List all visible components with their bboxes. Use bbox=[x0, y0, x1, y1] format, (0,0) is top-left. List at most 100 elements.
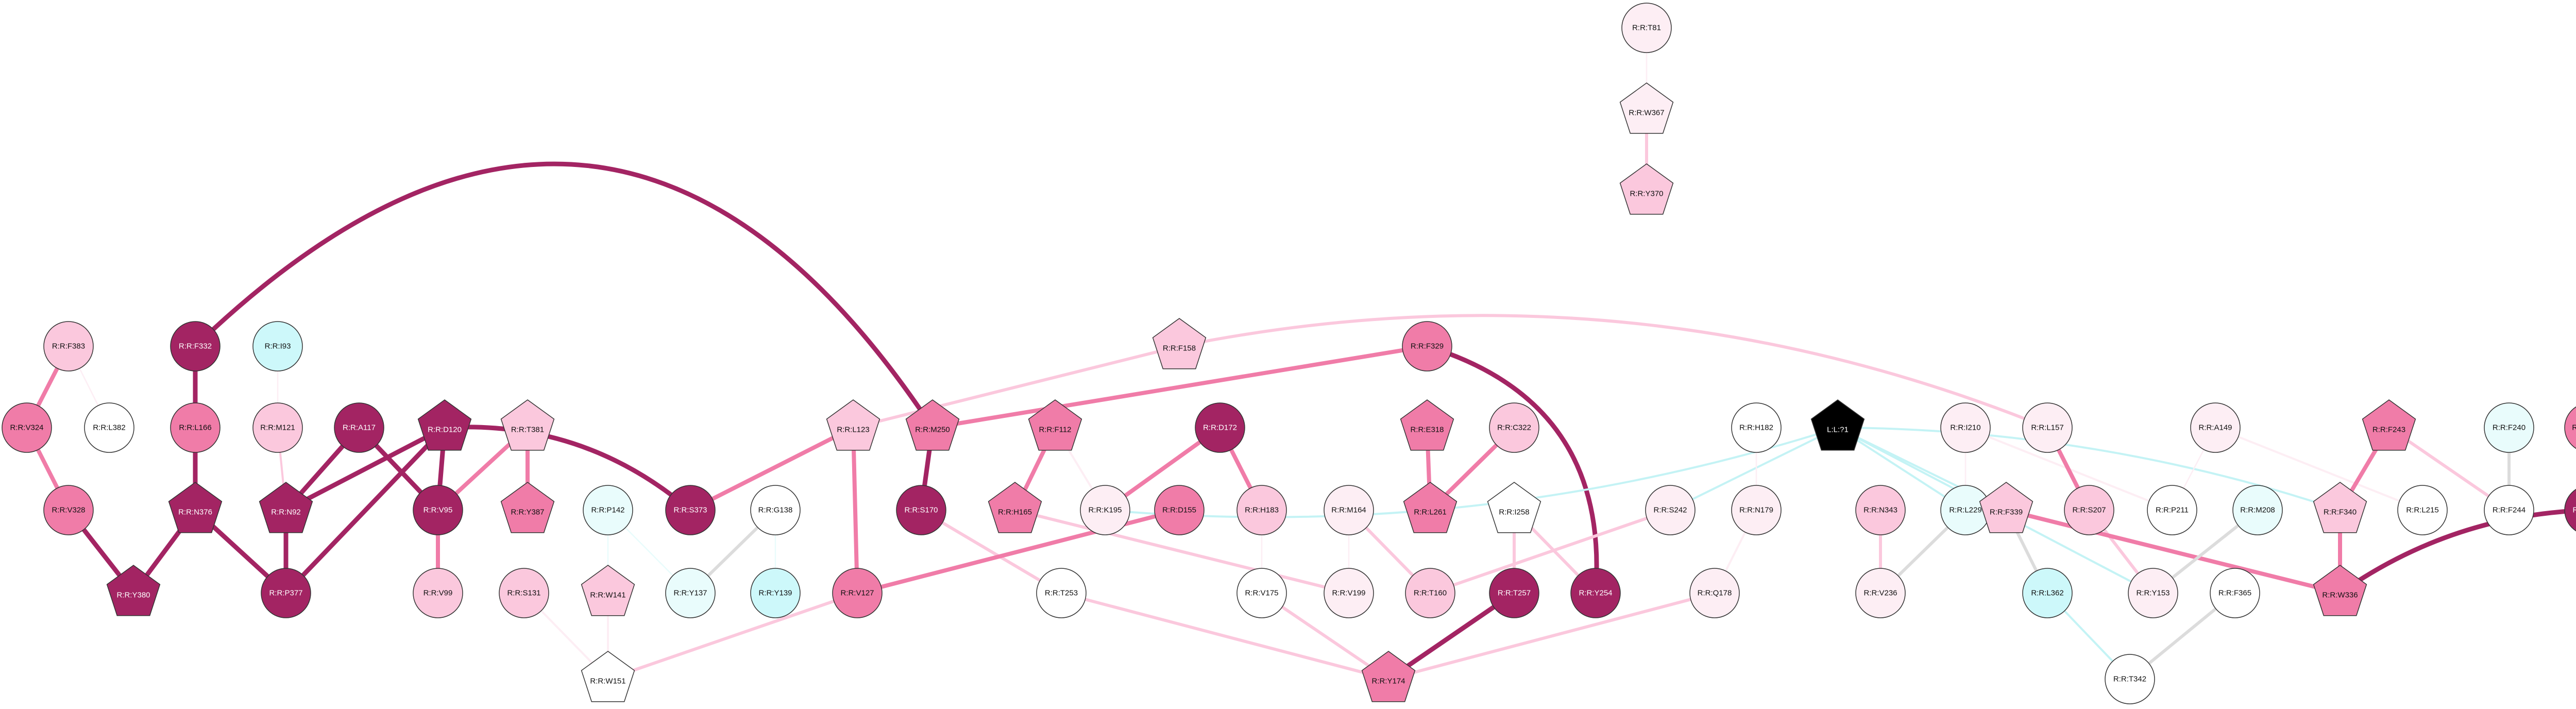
edge-r-r-l123-to-r-r-f158 bbox=[852, 345, 1181, 429]
node-label: R:R:T342 bbox=[2113, 675, 2146, 684]
node-circle bbox=[665, 485, 716, 535]
node-r-r-l261: R:R:L261 bbox=[1403, 482, 1458, 533]
node-label: R:R:V328 bbox=[52, 506, 85, 515]
node-label: R:R:K195 bbox=[1088, 506, 1122, 515]
node-pentagon bbox=[2313, 565, 2367, 616]
node-label: R:R:F244 bbox=[2493, 506, 2526, 515]
edge-r-r-f329-to-r-r-y254 bbox=[1425, 344, 1599, 596]
node-pentagon bbox=[1619, 82, 1674, 134]
node-label: R:R:Y174 bbox=[1371, 677, 1405, 686]
node-circle bbox=[1489, 402, 1539, 453]
node-r-r-v95: R:R:V95 bbox=[413, 485, 463, 535]
node-circle bbox=[750, 485, 801, 535]
edge-r-r-d120-to-r-r-p377 bbox=[283, 425, 447, 596]
node-label: R:R:I93 bbox=[265, 342, 291, 351]
node-circle bbox=[170, 321, 221, 372]
node-r-r-y387: R:R:Y387 bbox=[500, 482, 555, 533]
node-pentagon bbox=[1810, 399, 1865, 451]
node-pentagon bbox=[581, 651, 635, 702]
node-r-r-n343: R:R:N343 bbox=[1855, 485, 1906, 535]
node-label: R:R:P377 bbox=[269, 589, 302, 598]
node-circle bbox=[1645, 485, 1696, 535]
node-label: R:R:H182 bbox=[1739, 424, 1773, 432]
edge-layer bbox=[25, 27, 2576, 682]
node-r-r-p211: R:R:P211 bbox=[2147, 485, 2197, 535]
node-label: R:R:M335 bbox=[2572, 424, 2576, 432]
node-pentagon bbox=[500, 399, 555, 451]
node-r-r-w141: R:R:W141 bbox=[581, 565, 635, 616]
node-pentagon bbox=[905, 399, 960, 451]
node-r-r-s207: R:R:S207 bbox=[2064, 485, 2114, 535]
node-pentagon bbox=[1028, 399, 1082, 451]
node-pentagon bbox=[1152, 318, 1207, 369]
node-label: R:R:S170 bbox=[904, 506, 938, 515]
node-label: R:R:F329 bbox=[1411, 342, 1444, 351]
node-label: L:L:?1 bbox=[1827, 426, 1849, 434]
edge-r-r-f158-to-r-r-l157 bbox=[1178, 314, 2049, 429]
node-r-r-w367: R:R:W367 bbox=[1619, 82, 1674, 134]
edge-l-l-1-to-r-r-s242 bbox=[1669, 427, 1839, 511]
node-pentagon bbox=[106, 565, 161, 616]
node-label: R:R:V236 bbox=[1863, 589, 1897, 598]
node-circle bbox=[261, 568, 311, 618]
node-pentagon bbox=[417, 399, 472, 451]
node-label: R:R:A117 bbox=[343, 424, 376, 432]
edge-r-r-f339-to-r-r-w336 bbox=[2004, 508, 2342, 595]
node-r-r-a149: R:R:A149 bbox=[2190, 402, 2241, 453]
node-r-r-y137: R:R:Y137 bbox=[665, 568, 716, 618]
node-r-r-v328: R:R:V328 bbox=[43, 485, 94, 535]
node-label: R:R:Q178 bbox=[1698, 589, 1732, 598]
node-r-r-t342: R:R:T342 bbox=[2105, 654, 2155, 704]
node-label: R:R:N343 bbox=[1863, 506, 1897, 515]
node-circle bbox=[499, 568, 549, 618]
node-r-r-t160: R:R:T160 bbox=[1405, 568, 1455, 618]
node-r-r-f329: R:R:F329 bbox=[1402, 321, 1452, 372]
edge-r-r-h165-to-r-r-v199 bbox=[1013, 509, 1350, 595]
node-r-r-d172: R:R:D172 bbox=[1195, 402, 1245, 453]
node-r-r-l229: R:R:L229 bbox=[1940, 485, 1991, 535]
node-r-r-k195: R:R:K195 bbox=[1080, 485, 1130, 535]
node-r-r-d120: R:R:D120 bbox=[417, 399, 472, 451]
edge-r-r-m250-to-r-r-f329 bbox=[930, 344, 1429, 430]
node-circle bbox=[1940, 402, 1991, 453]
node-pentagon bbox=[168, 482, 223, 533]
node-circle bbox=[1855, 485, 1906, 535]
edge-r-r-v175-to-r-r-y174 bbox=[1260, 592, 1390, 681]
edge-r-r-l123-to-r-r-s373 bbox=[688, 426, 855, 512]
node-r-r-h182: R:R:H182 bbox=[1731, 402, 1782, 453]
node-label: R:R:L362 bbox=[2031, 589, 2063, 598]
edge-r-r-s170-to-r-r-t253 bbox=[920, 509, 1063, 595]
node-circle bbox=[665, 568, 716, 618]
node-circle bbox=[1195, 402, 1245, 453]
node-label: R:R:Y370 bbox=[1630, 190, 1663, 198]
node-label: R:R:F240 bbox=[2493, 424, 2526, 432]
node-label: R:R:V95 bbox=[423, 506, 453, 515]
node-label: R:R:W367 bbox=[1629, 109, 1664, 117]
node-label: R:R:S207 bbox=[2072, 506, 2106, 515]
node-r-r-f112: R:R:F112 bbox=[1028, 399, 1082, 451]
node-r-r-v127: R:R:V127 bbox=[832, 568, 883, 618]
node-label: R:R:V199 bbox=[1332, 589, 1365, 598]
node-label: R:R:M121 bbox=[260, 424, 295, 432]
node-pentagon bbox=[826, 399, 880, 451]
node-circle bbox=[1080, 485, 1130, 535]
node-circle bbox=[2210, 568, 2260, 618]
node-label: R:R:S373 bbox=[673, 506, 707, 515]
node-circle bbox=[2190, 402, 2241, 453]
node-r-r-f340: R:R:F340 bbox=[2313, 482, 2367, 533]
node-circle bbox=[2484, 485, 2534, 535]
node-circle bbox=[2105, 654, 2155, 704]
node-label: R:R:W151 bbox=[590, 677, 625, 686]
node-r-r-t81: R:R:T81 bbox=[1621, 3, 1672, 53]
node-r-r-n92: R:R:N92 bbox=[259, 482, 313, 533]
node-circle bbox=[2484, 402, 2534, 453]
node-circle bbox=[84, 402, 134, 453]
node-label: R:R:P142 bbox=[591, 506, 624, 515]
node-label: R:R:S372 bbox=[2572, 506, 2576, 515]
node-label: R:R:T253 bbox=[1045, 589, 1078, 598]
edge-r-r-s372-to-r-r-w336 bbox=[2337, 508, 2576, 596]
node-label: R:R:L157 bbox=[2031, 424, 2063, 432]
node-label: R:R:I210 bbox=[1950, 424, 1980, 432]
node-r-r-h183: R:R:H183 bbox=[1236, 485, 1287, 535]
node-circle bbox=[413, 485, 463, 535]
